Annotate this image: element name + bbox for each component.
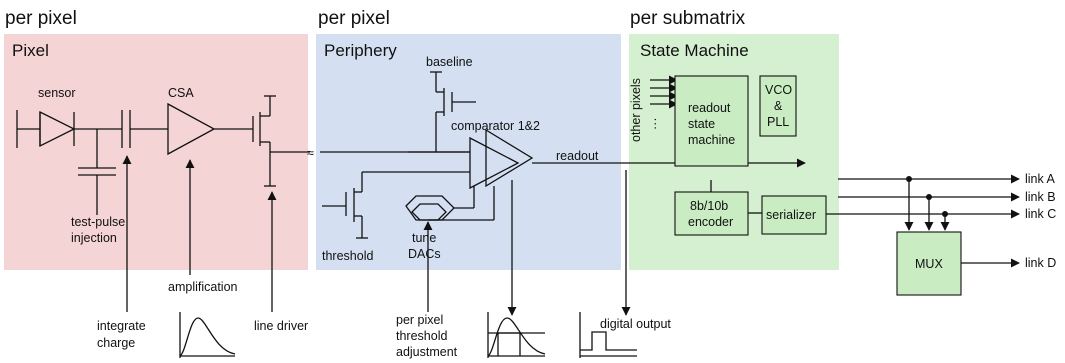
link-d-label: link D xyxy=(1025,256,1056,270)
test-pulse-capacitor xyxy=(78,129,116,215)
link-b-label: link B xyxy=(1025,190,1056,204)
baseline-label: baseline xyxy=(426,55,473,69)
serializer-label: serializer xyxy=(766,208,816,222)
tune-label-2: DACs xyxy=(408,247,441,261)
comparator-label: comparator 1&2 xyxy=(451,119,540,133)
periphery-title: Periphery xyxy=(324,41,397,60)
digital-output-label: digital output xyxy=(600,317,671,331)
wire-break-mark: ≈ xyxy=(307,146,314,160)
vco-label: VCO xyxy=(765,83,792,97)
vco-pll-block xyxy=(759,75,797,137)
fsm-label-1: readout xyxy=(688,101,731,115)
amplification-waveform xyxy=(179,312,236,358)
per-pixel-threshold-label-2: threshold xyxy=(396,329,447,343)
header-per-pixel-left: per pixel xyxy=(5,8,77,29)
link-a-label: link A xyxy=(1025,172,1056,186)
sensor-label: sensor xyxy=(38,86,76,100)
vco-amp-label: & xyxy=(774,99,783,113)
header-per-submatrix: per submatrix xyxy=(630,8,746,29)
amplification-label: amplification xyxy=(168,280,238,294)
integrate-label-2: charge xyxy=(97,336,135,350)
csa-amplifier-symbol xyxy=(167,102,216,156)
tune-dacs-symbol xyxy=(405,186,495,221)
pixel-region xyxy=(4,34,308,270)
sensor-diode-symbol xyxy=(16,110,76,148)
mux-block xyxy=(896,231,962,296)
per-pixel-threshold-label-1: per pixel xyxy=(396,313,443,327)
other-pixels-arrows xyxy=(650,75,678,109)
serializer-block xyxy=(761,195,827,235)
output-links xyxy=(826,174,1020,231)
encoder-label-1: 8b/10b xyxy=(690,199,728,213)
csa-label: CSA xyxy=(168,86,194,100)
test-pulse-label-2: injection xyxy=(71,231,117,245)
mux-label: MUX xyxy=(915,257,943,271)
pixel-title: Pixel xyxy=(12,41,49,60)
per-pixel-threshold-label-3: adjustment xyxy=(396,345,458,359)
comparator-symbols xyxy=(469,128,534,190)
pll-label: PLL xyxy=(767,115,789,129)
readout-state-machine-block xyxy=(674,75,749,167)
header-per-pixel-middle: per pixel xyxy=(318,8,390,29)
encoder-label-2: encoder xyxy=(688,215,733,229)
tune-label-1: tune xyxy=(412,231,436,245)
fsm-label-2: state xyxy=(688,117,715,131)
digital-output-waveform xyxy=(579,312,637,358)
other-pixels-label: other pixels xyxy=(629,78,643,142)
encoder-block xyxy=(674,191,749,236)
threshold-transistor xyxy=(322,171,470,239)
link-c-label: link C xyxy=(1025,207,1056,221)
threshold-label: threshold xyxy=(322,249,373,263)
state-machine-title: State Machine xyxy=(640,41,749,60)
comparator-waveform xyxy=(487,312,546,358)
test-pulse-label-1: test-pulse xyxy=(71,215,125,229)
line-driver-label: line driver xyxy=(254,319,308,333)
line-driver-transistor xyxy=(252,95,276,187)
other-pixels-dots: ··· xyxy=(648,118,662,131)
integrate-label-1: integrate xyxy=(97,319,146,333)
baseline-transistor xyxy=(430,71,476,152)
readout-label: readout xyxy=(556,149,599,163)
fsm-label-3: machine xyxy=(688,133,735,147)
